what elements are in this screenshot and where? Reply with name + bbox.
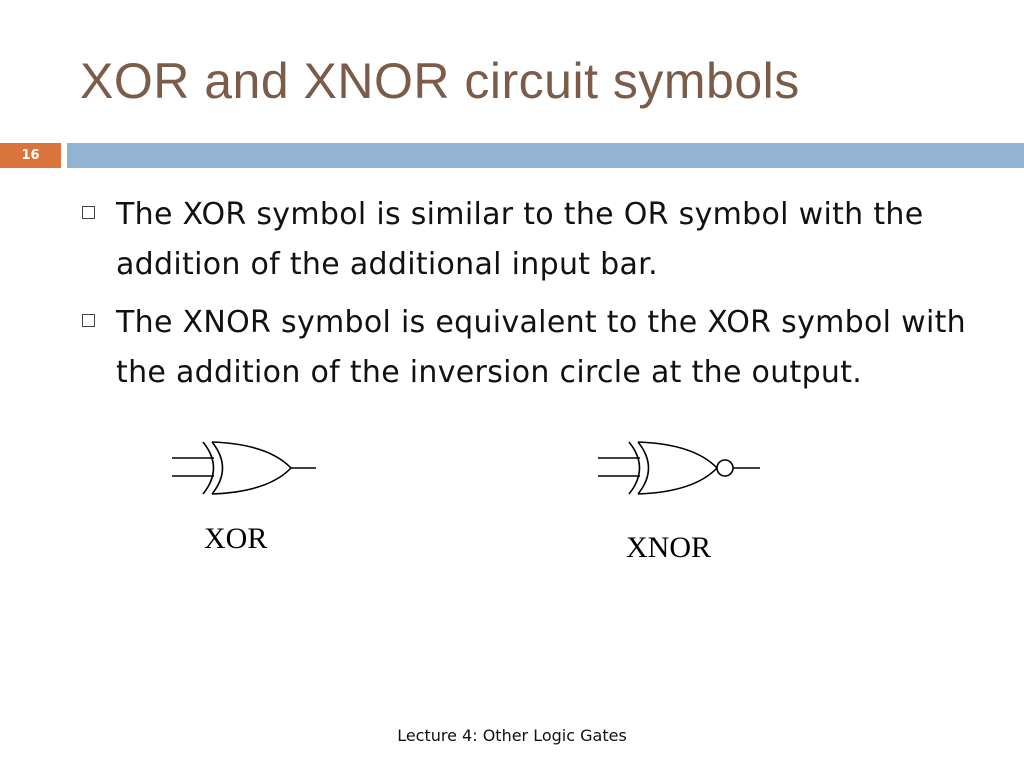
xor-gate-icon: [172, 441, 316, 495]
bullet-item: The XNOR symbol is equivalent to the XOR…: [80, 298, 980, 398]
slide-title: XOR and XNOR circuit symbols: [80, 53, 800, 109]
slide-footer: Lecture 4: Other Logic Gates: [397, 726, 627, 745]
xnor-gate-icon: [598, 441, 760, 495]
bullet-text: The XOR symbol is similar to the OR symb…: [116, 197, 924, 282]
bullet-text: The XNOR symbol is equivalent to the XOR…: [116, 305, 966, 390]
square-bullet-icon: [82, 206, 95, 219]
accent-bar: [67, 143, 1024, 168]
xor-label: XOR: [204, 522, 268, 555]
slide-number: 16: [0, 143, 61, 168]
square-bullet-icon: [82, 314, 95, 327]
bullet-list: The XOR symbol is similar to the OR symb…: [80, 190, 980, 406]
xnor-label: XNOR: [626, 531, 712, 564]
bullet-item: The XOR symbol is similar to the OR symb…: [80, 190, 980, 290]
